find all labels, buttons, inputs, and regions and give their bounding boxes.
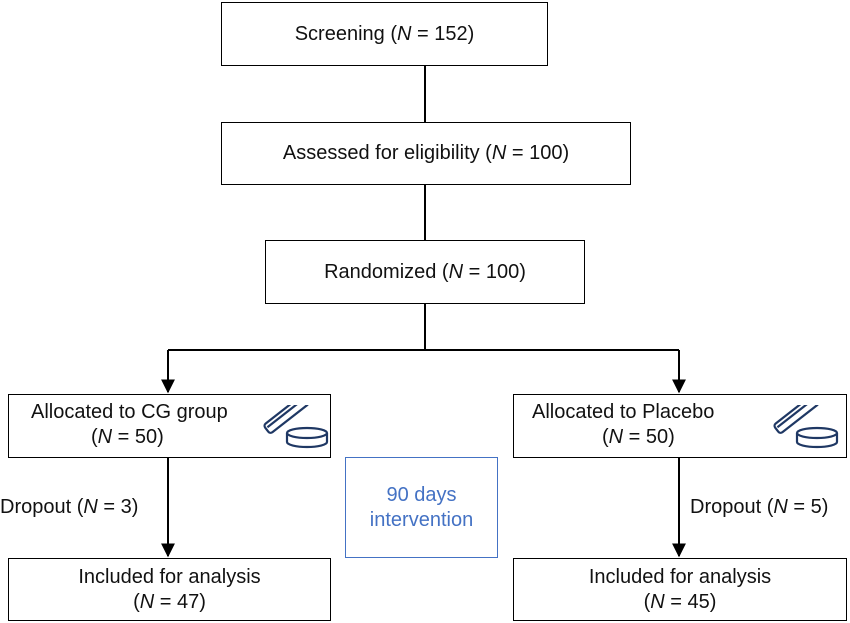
n-symbol: N (608, 426, 624, 448)
cg-group-count: = 50) (112, 426, 164, 448)
eligibility-label: Assessed for eligibility ( (282, 142, 492, 164)
randomized-count: = 100) (463, 260, 526, 283)
intervention-line2: intervention (369, 508, 474, 531)
screening-label: Screening ( (294, 22, 397, 45)
analysis-left-count: = 47) (154, 590, 206, 613)
screening-count: = 152) (411, 22, 475, 45)
intervention-box: 90 days intervention (345, 457, 498, 558)
n-symbol: N (773, 496, 788, 518)
eligibility-count: = 100) (506, 142, 570, 164)
analysis-right-box: Included for analysis (N = 45) (513, 558, 847, 621)
cg-group-box: Allocated to CG group (N = 50) (8, 394, 331, 458)
n-symbol: N (83, 496, 98, 518)
intervention-line1: 90 days (386, 483, 457, 506)
n-symbol: N (139, 590, 155, 613)
cg-group-label: Allocated to CG group (31, 401, 228, 423)
placebo-paren: ( (602, 426, 609, 448)
dropout-right-count: = 5) (787, 496, 829, 518)
placebo-count: = 50) (623, 426, 675, 448)
screening-box: Screening (N = 152) (221, 2, 548, 66)
analysis-left-paren: ( (133, 590, 140, 613)
eligibility-box: Assessed for eligibility (N = 100) (221, 122, 631, 185)
dropout-left-count: = 3) (97, 496, 139, 518)
randomized-label: Randomized ( (324, 260, 449, 283)
n-symbol: N (491, 142, 507, 164)
pill-bottle-icon (773, 405, 839, 449)
n-symbol: N (397, 22, 412, 45)
placebo-label: Allocated to Placebo (532, 401, 715, 423)
placebo-box: Allocated to Placebo (N = 50) (513, 394, 847, 458)
analysis-right-label: Included for analysis (588, 565, 772, 588)
dropout-right-text: Dropout ( (690, 496, 774, 518)
analysis-left-box: Included for analysis (N = 47) (8, 558, 331, 621)
dropout-right-label: Dropout (N = 5) (690, 495, 828, 519)
analysis-left-label: Included for analysis (78, 565, 261, 588)
n-symbol: N (448, 260, 464, 283)
analysis-right-count: = 45) (664, 590, 717, 613)
randomized-box: Randomized (N = 100) (265, 240, 585, 304)
dropout-left-label: Dropout (N = 3) (0, 495, 138, 519)
n-symbol: N (97, 426, 113, 448)
dropout-left-text: Dropout ( (0, 496, 84, 518)
cg-group-paren: ( (91, 426, 98, 448)
analysis-right-paren: ( (643, 590, 651, 613)
n-symbol: N (650, 590, 665, 613)
pill-bottle-icon (263, 405, 329, 449)
